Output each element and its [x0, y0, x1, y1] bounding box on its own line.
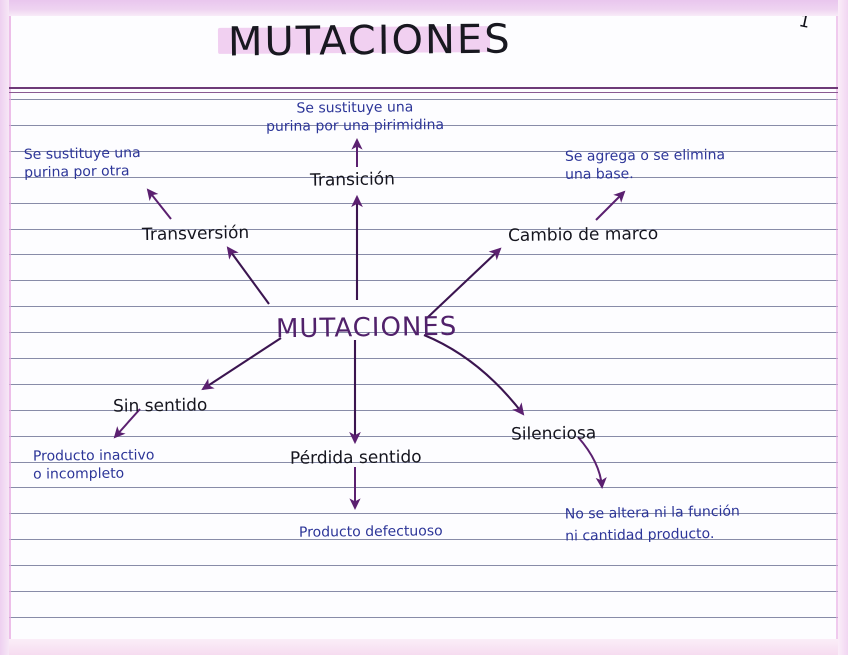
node-cambio-de-marco[interactable]: Cambio de marco	[507, 223, 659, 247]
scan-border-right	[838, 0, 848, 655]
note-perdida-sentido: Producto defectuoso	[299, 523, 443, 542]
node-sin-sentido[interactable]: Sin sentido	[112, 395, 208, 417]
left-margin-line	[9, 14, 11, 641]
note-cambio-de-marco-line-2: una base.	[565, 165, 634, 183]
note-transicion-line-2: purina por una pirimidina	[266, 116, 445, 135]
node-perdida-sentido[interactable]: Pérdida sentido	[289, 447, 422, 469]
note-perdida-sentido-line-1: Producto defectuoso	[298, 523, 443, 541]
right-margin-line	[836, 14, 838, 641]
note-cambio-de-marco: Se agrega o se elimina una base.	[565, 147, 725, 184]
node-silenciosa[interactable]: Silenciosa	[510, 423, 597, 445]
scan-border-bottom	[0, 639, 848, 655]
title-underline-lower	[8, 92, 840, 93]
node-transversion[interactable]: Transversión	[141, 222, 250, 246]
note-silenciosa-line-2: ni cantidad producto.	[565, 526, 715, 545]
note-silenciosa-line-1: No se altera ni la función	[564, 503, 740, 523]
paper-sheet	[8, 14, 838, 641]
page-title: MUTACIONES	[227, 16, 512, 66]
note-sin-sentido-line-1: Producto inactivo	[32, 447, 155, 465]
note-transversion-line-1: Se sustituye una	[23, 144, 141, 164]
note-silenciosa: No se altera ni la función ni cantidad p…	[565, 500, 741, 548]
note-transversion-line-2: purina por otra	[24, 162, 130, 181]
scan-border-left	[0, 0, 9, 655]
note-transicion: Se sustituye una purina por una pirimidi…	[266, 99, 444, 136]
node-transicion[interactable]: Transición	[309, 169, 396, 191]
title-underline-upper	[8, 87, 840, 89]
note-sin-sentido: Producto inactivo o incompleto	[33, 447, 155, 483]
note-transversion: Se sustituye una purina por otra	[24, 145, 141, 182]
note-transicion-line-1: Se sustituye una	[296, 99, 414, 117]
note-cambio-de-marco-line-1: Se agrega o se elimina	[564, 147, 726, 165]
scan-border-top	[0, 0, 848, 16]
note-sin-sentido-line-2: o incompleto	[33, 465, 125, 483]
node-center-mutaciones[interactable]: MUTACIONES	[275, 311, 458, 345]
